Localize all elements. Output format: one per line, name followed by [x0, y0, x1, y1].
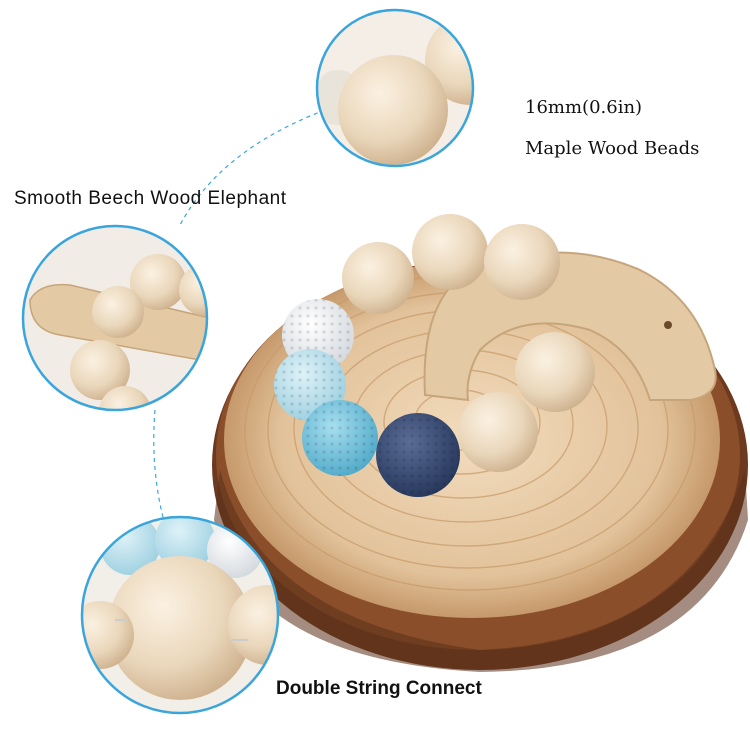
callout-connectors: [153, 109, 326, 526]
callout-elephant: [21, 224, 209, 412]
elephant-label: Smooth Beech Wood Elephant: [14, 188, 287, 209]
callout-maple-beads: [315, 8, 475, 168]
teether-ring: [274, 214, 717, 497]
callout-double-string: [80, 515, 280, 715]
bead-material-label: Maple Wood Beads: [525, 138, 700, 159]
elephant-eye: [664, 321, 672, 329]
string-label: Double String Connect: [276, 678, 482, 699]
bead-size-label: 16mm(0.6in): [525, 97, 643, 118]
